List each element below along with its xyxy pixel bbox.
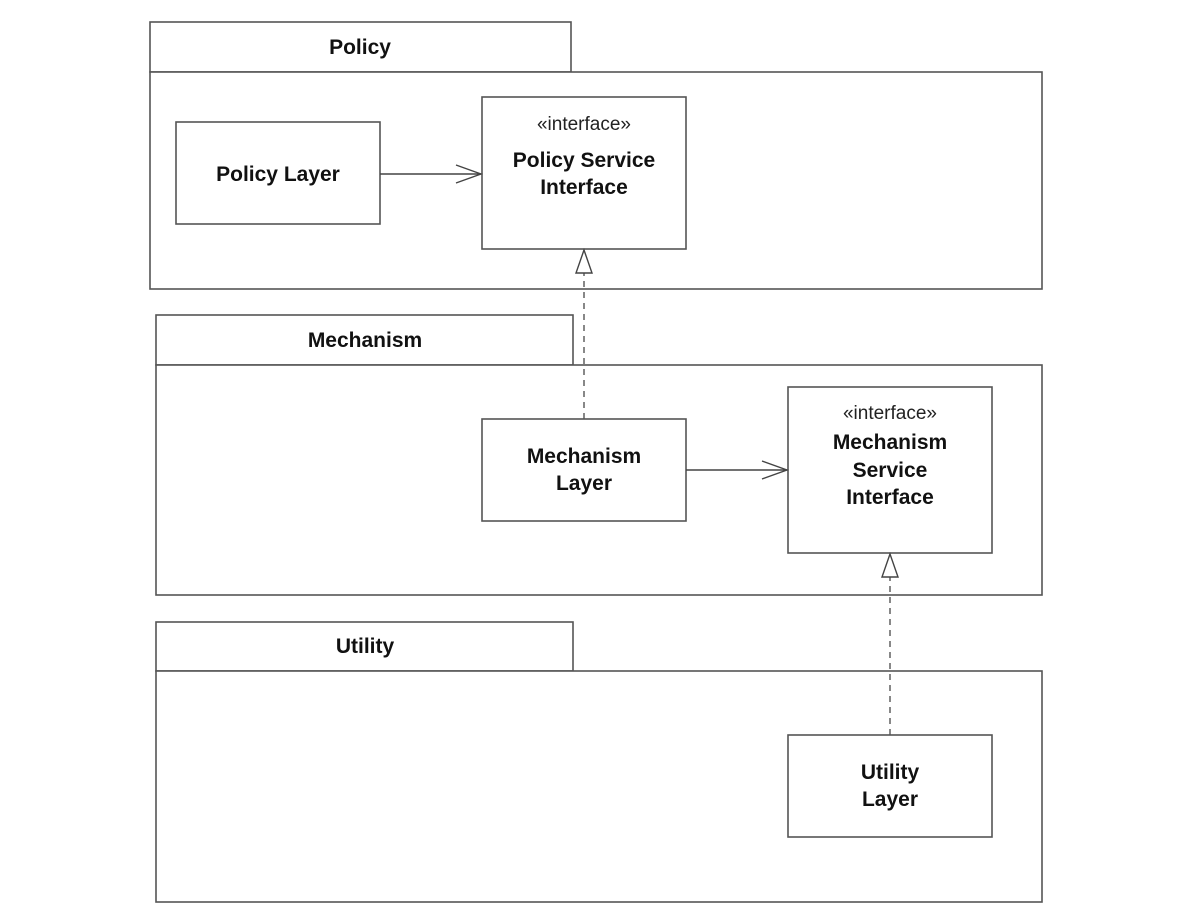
class-mechanism-service-interface-box xyxy=(787,386,993,554)
class-policy-layer: Policy Layer xyxy=(175,121,381,225)
utility-layer-name-line-2: Layer xyxy=(862,788,918,811)
arrow-mechanism-layer-to-mechanism-service-interface xyxy=(686,460,790,480)
package-policy-tab xyxy=(149,21,572,73)
hollow-triangle-arrowhead-icon xyxy=(881,551,899,578)
mechanism-service-interface-name-line-3: Interface xyxy=(846,486,934,509)
realization-mechanism-layer-to-policy-service-interface xyxy=(575,247,593,419)
package-utility-title: Utility xyxy=(336,635,395,658)
policy-service-interface-stereotype: «interface» xyxy=(537,114,631,135)
package-mechanism-tab xyxy=(155,314,574,366)
mechanism-layer-name-line-2: Layer xyxy=(556,472,612,495)
mechanism-service-interface-stereotype: «interface» xyxy=(843,403,937,424)
policy-service-interface-name-line-1: Policy Service xyxy=(513,149,655,172)
open-arrowhead-icon xyxy=(761,460,790,480)
class-policy-service-interface-box xyxy=(481,96,687,250)
class-utility-layer-box xyxy=(787,734,993,838)
class-utility-layer: Utility Layer xyxy=(787,734,993,838)
package-mechanism-title: Mechanism xyxy=(308,329,422,352)
arrow-policy-layer-to-policy-service-interface xyxy=(380,164,484,184)
class-mechanism-layer-box xyxy=(481,418,687,522)
class-policy-layer-box xyxy=(175,121,381,225)
class-mechanism-layer: Mechanism Layer xyxy=(481,418,687,522)
class-mechanism-service-interface: «interface» Mechanism Service Interface xyxy=(787,386,993,554)
mechanism-service-interface-name-line-1: Mechanism xyxy=(833,431,947,454)
mechanism-service-interface-name-line-2: Service xyxy=(853,459,928,482)
package-policy-title: Policy xyxy=(329,36,391,59)
hollow-triangle-arrowhead-icon xyxy=(575,247,593,274)
utility-layer-name-line-1: Utility xyxy=(861,761,920,784)
realization-utility-layer-to-mechanism-service-interface xyxy=(881,551,899,735)
mechanism-layer-name-line-1: Mechanism xyxy=(527,445,641,468)
class-policy-layer-name: Policy Layer xyxy=(216,163,340,186)
policy-service-interface-name-line-2: Interface xyxy=(540,176,628,199)
open-arrowhead-icon xyxy=(455,164,484,184)
package-utility-tab xyxy=(155,621,574,672)
class-policy-service-interface: «interface» Policy Service Interface xyxy=(481,96,687,250)
